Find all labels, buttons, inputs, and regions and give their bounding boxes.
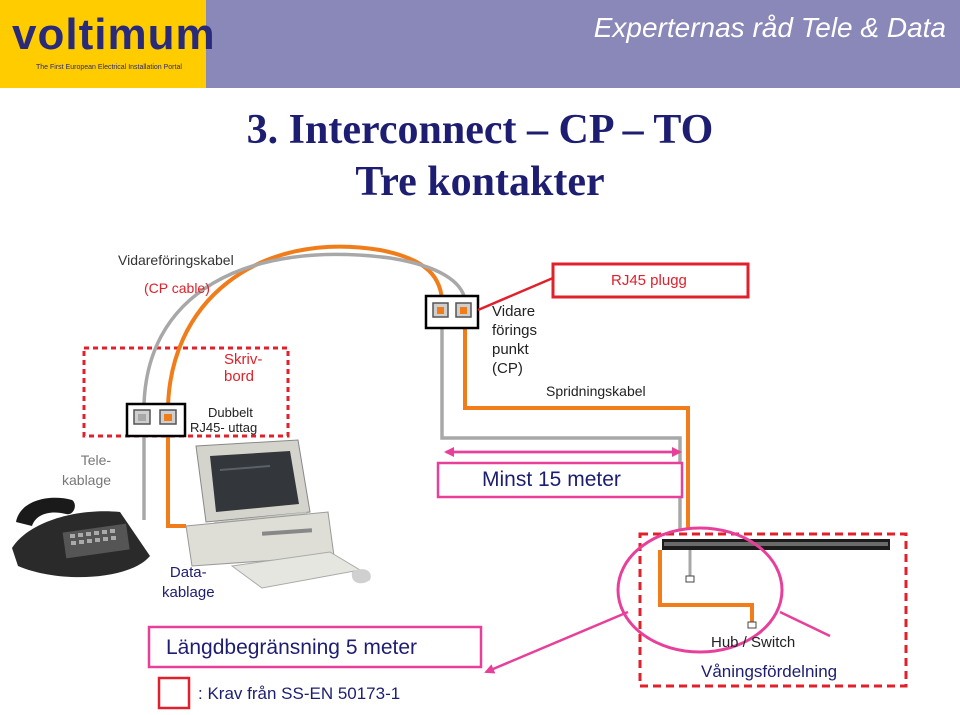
desk-zone-box — [82, 346, 290, 438]
langdbegransning-box — [147, 625, 483, 669]
distribution-cable-gray — [440, 328, 682, 530]
label-rj45-plugg: RJ45 plugg — [611, 272, 687, 289]
cp-cable-gray — [142, 252, 467, 419]
label-spridningskabel: Spridningskabel — [546, 383, 646, 399]
label-vidareforingspunkt: Vidare förings punkt (CP) — [492, 303, 538, 377]
label-langdbegransning: Längdbegränsning 5 meter — [166, 636, 418, 659]
telephone-icon — [12, 497, 150, 578]
label-minst-15-meter: Minst 15 meter — [482, 468, 621, 491]
slide-title-line1: 3. Interconnect – CP – TO — [246, 107, 714, 153]
label-vidareforingskabel: Vidareföringskabel — [118, 252, 234, 268]
logo-tagline: The First European Electrical Installati… — [36, 64, 182, 71]
label-datakablage: Data- kablage — [162, 564, 215, 601]
label-krav: : Krav från SS-EN 50173-1 — [198, 684, 401, 703]
hub-switch — [662, 539, 890, 550]
logo: voltimum The First European Electrical I… — [0, 0, 215, 88]
label-skrivbord: Skriv- bord — [224, 351, 263, 385]
minst-15-meter-box — [436, 461, 684, 499]
computer-icon — [185, 439, 371, 589]
distribution-cable-orange — [463, 328, 690, 530]
rj45-plugg-box — [551, 262, 750, 299]
header-title: Experternas råd Tele & Data — [593, 12, 946, 43]
cp-cable-orange — [165, 244, 444, 419]
length-limit-circle — [616, 526, 784, 654]
label-cp-cable: (CP cable) — [144, 280, 210, 296]
label-hub-switch: Hub / Switch — [711, 634, 796, 651]
label-dubbelt-uttag: Dubbelt RJ45- uttag — [190, 405, 258, 435]
label-telekablage: Tele- kablage — [62, 452, 112, 488]
hub-drop-orange — [658, 550, 754, 622]
double-rj45-outlet — [125, 402, 187, 438]
label-vaningsfordelning: Våningsfördelning — [701, 662, 838, 681]
slide-title-line2: Tre kontakter — [355, 159, 605, 205]
cp-connector — [424, 294, 480, 330]
floor-distribution-box — [638, 532, 908, 688]
requirement-legend-square — [157, 676, 191, 710]
data-cable — [166, 432, 186, 528]
logo-text: voltimum — [12, 10, 216, 59]
